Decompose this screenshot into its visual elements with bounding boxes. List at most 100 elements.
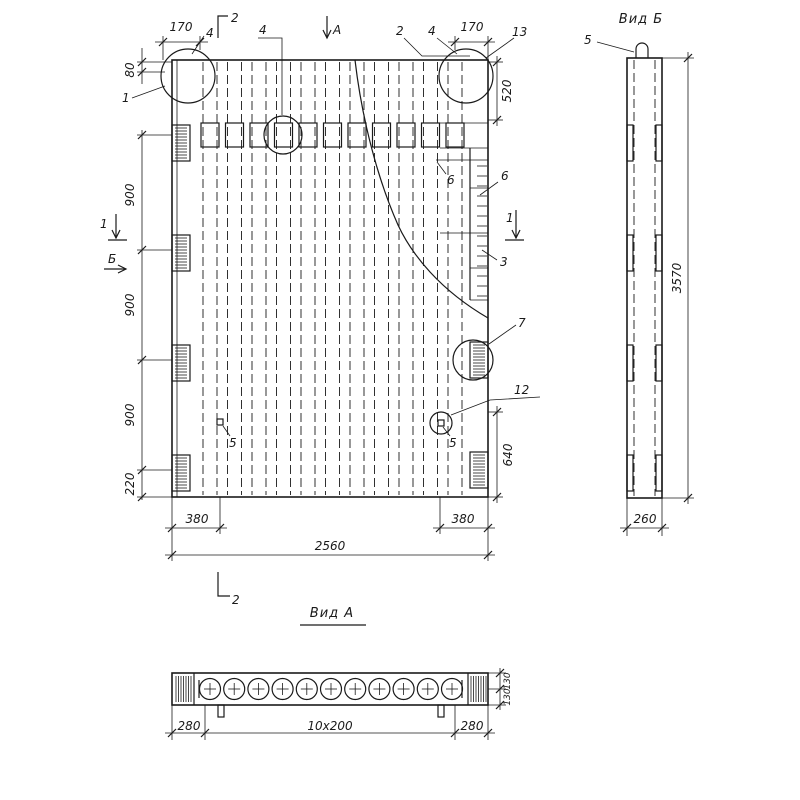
dim-170-left: 170 bbox=[170, 20, 193, 34]
callout-leader bbox=[403, 37, 470, 57]
section-1-left-label: 1 bbox=[100, 217, 108, 231]
dimension-tick bbox=[495, 668, 505, 678]
top-opening bbox=[298, 122, 318, 148]
hollow-voids bbox=[198, 677, 464, 701]
side-outline bbox=[626, 57, 663, 499]
dimension-tick bbox=[683, 493, 693, 503]
view-a-arrowhead bbox=[322, 29, 332, 40]
callout-6-outer: 6 bbox=[501, 169, 509, 183]
callout-6-inner: 6 bbox=[447, 173, 455, 187]
dim-900-bottom: 900 bbox=[123, 403, 137, 426]
callout-leader bbox=[436, 37, 458, 55]
void-circle bbox=[319, 677, 343, 701]
side-recesses bbox=[171, 124, 489, 492]
callout-leader bbox=[481, 249, 498, 261]
dimension-tick bbox=[483, 37, 493, 47]
callout-leader bbox=[442, 426, 451, 437]
detail-circle-top-left bbox=[160, 48, 216, 104]
dimension-tick bbox=[483, 523, 493, 533]
dim-220: 220 bbox=[123, 472, 137, 495]
dimension-tick bbox=[167, 523, 177, 533]
view-b-arrowhead bbox=[117, 264, 128, 274]
cutaway-break-line bbox=[354, 59, 489, 319]
void-circle bbox=[271, 677, 294, 701]
side-slot bbox=[626, 454, 634, 492]
dimension-tick bbox=[495, 700, 505, 710]
dim-130-upper: 130 bbox=[503, 672, 513, 689]
dimension-ticks bbox=[137, 37, 693, 738]
dim-10x200: 10x200 bbox=[307, 719, 353, 733]
callout-5-left: 5 bbox=[229, 436, 237, 450]
dim-380-left: 380 bbox=[186, 512, 209, 526]
side-recess bbox=[171, 124, 191, 162]
lifting-loop-mark bbox=[216, 418, 224, 426]
side-recess bbox=[171, 234, 191, 272]
dimension-tick bbox=[450, 728, 460, 738]
dim-170-right: 170 bbox=[461, 20, 484, 34]
callout-2: 2 bbox=[396, 24, 404, 38]
side-recess bbox=[469, 341, 489, 379]
side-slot bbox=[655, 234, 663, 272]
dim-260: 260 bbox=[634, 512, 657, 526]
dim-80: 80 bbox=[123, 62, 137, 78]
view-b-marker: Б bbox=[108, 252, 116, 266]
section-1-right-label: 1 bbox=[506, 211, 514, 225]
dim-900-mid: 900 bbox=[123, 293, 137, 316]
bottom-tab bbox=[437, 704, 445, 718]
top-opening bbox=[420, 122, 441, 148]
dim-900-top: 900 bbox=[123, 183, 137, 206]
side-slot bbox=[655, 344, 663, 382]
top-opening bbox=[273, 122, 294, 148]
callout-4-right: 4 bbox=[428, 24, 436, 38]
callout-1: 1 bbox=[122, 91, 130, 105]
section-2-bottom-label: 2 bbox=[232, 593, 240, 607]
view-a-marker: А bbox=[332, 23, 341, 37]
front-view: 170 4 2 4 А 2 4 170 13 80 1 900 bbox=[100, 11, 541, 607]
section-2-top-label: 2 bbox=[231, 11, 239, 25]
dimension-tick bbox=[450, 37, 460, 47]
top-opening bbox=[396, 122, 416, 148]
void-circle bbox=[198, 677, 222, 701]
dimension-tick bbox=[215, 523, 225, 533]
hollow-channels bbox=[202, 62, 463, 495]
callout-leader bbox=[488, 324, 517, 345]
callout-leader bbox=[479, 181, 499, 196]
callout-leader bbox=[436, 161, 447, 175]
side-slot bbox=[655, 454, 663, 492]
dimension-tick bbox=[137, 465, 147, 475]
top-opening bbox=[322, 122, 343, 148]
detail-circle-opening bbox=[263, 115, 303, 155]
void-circle bbox=[295, 677, 318, 701]
section-1-right-arrowhead bbox=[511, 229, 521, 240]
callout-5-right: 5 bbox=[449, 436, 457, 450]
callout-12: 12 bbox=[514, 383, 529, 397]
dim-130-lower: 130 bbox=[503, 688, 513, 705]
void-circle bbox=[368, 677, 391, 701]
callout-13: 13 bbox=[512, 25, 527, 39]
dimension-tick bbox=[200, 728, 210, 738]
dimension-tick bbox=[683, 53, 693, 63]
callout-3: 3 bbox=[500, 255, 508, 269]
top-opening bbox=[224, 122, 245, 148]
dim-280-left: 280 bbox=[178, 719, 201, 733]
dimension-tick bbox=[137, 355, 147, 365]
dimension-tick bbox=[137, 130, 147, 140]
top-openings-row bbox=[200, 122, 465, 148]
callout-leader bbox=[258, 37, 283, 115]
detail-circle-top-right bbox=[438, 48, 494, 104]
top-opening bbox=[249, 122, 269, 148]
dim-520: 520 bbox=[500, 79, 514, 102]
panel-outline bbox=[171, 59, 489, 498]
void-circle bbox=[223, 677, 246, 701]
dim-380-right: 380 bbox=[452, 512, 475, 526]
top-opening bbox=[371, 122, 392, 148]
callout-leader bbox=[191, 35, 205, 55]
side-slot bbox=[655, 124, 663, 162]
side-slot bbox=[626, 234, 634, 272]
view-b-callout-5: 5 bbox=[584, 33, 592, 47]
dim-3570: 3570 bbox=[670, 262, 684, 293]
dimension-tick bbox=[492, 57, 502, 67]
view-a: Вид А 280 10x200 280 130 130 bbox=[165, 606, 513, 740]
view-a-title: Вид А bbox=[310, 606, 354, 621]
